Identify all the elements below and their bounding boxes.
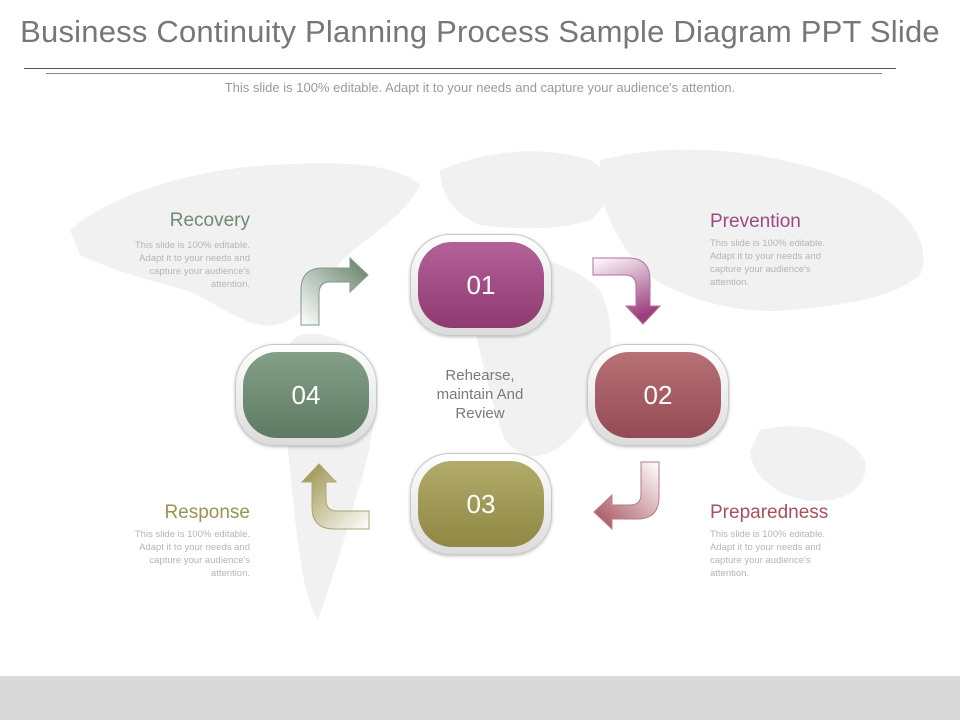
preparedness-title: Preparedness bbox=[710, 502, 829, 523]
response-arrow-icon bbox=[300, 463, 370, 530]
step-01-number: 01 bbox=[466, 269, 496, 300]
step-01-fill: 01 bbox=[418, 242, 544, 328]
step-04-fill: 04 bbox=[243, 352, 369, 438]
prevention-description: This slide is 100% editable. Adapt it to… bbox=[710, 238, 826, 288]
recovery-arrow-icon bbox=[300, 256, 369, 326]
preparedness-description: This slide is 100% editable. Adapt it to… bbox=[710, 529, 826, 579]
step-02-number: 02 bbox=[643, 379, 673, 410]
step-01-box[interactable]: 01 bbox=[410, 234, 552, 336]
title-divider bbox=[24, 68, 896, 69]
step-04-number: 04 bbox=[291, 379, 321, 410]
prevention-arrow-icon bbox=[592, 257, 662, 325]
page-title: Business Continuity Planning Process Sam… bbox=[20, 14, 940, 49]
prevention-title: Prevention bbox=[710, 211, 801, 232]
footer-bar bbox=[0, 676, 960, 720]
step-03-number: 03 bbox=[466, 488, 496, 519]
step-02-box[interactable]: 02 bbox=[587, 344, 729, 446]
title-divider-secondary bbox=[46, 73, 882, 74]
recovery-title: Recovery bbox=[169, 210, 250, 231]
preparedness-arrow-icon bbox=[593, 461, 660, 531]
recovery-description: This slide is 100% editable. Adapt it to… bbox=[134, 240, 250, 290]
center-text: Rehearse, maintain And Review bbox=[436, 367, 524, 422]
response-title: Response bbox=[164, 502, 250, 523]
step-04-box[interactable]: 04 bbox=[235, 344, 377, 446]
step-02-fill: 02 bbox=[595, 352, 721, 438]
response-description: This slide is 100% editable. Adapt it to… bbox=[134, 529, 250, 579]
subtitle: This slide is 100% editable. Adapt it to… bbox=[224, 80, 736, 95]
step-03-box[interactable]: 03 bbox=[410, 453, 552, 555]
step-03-fill: 03 bbox=[418, 461, 544, 547]
